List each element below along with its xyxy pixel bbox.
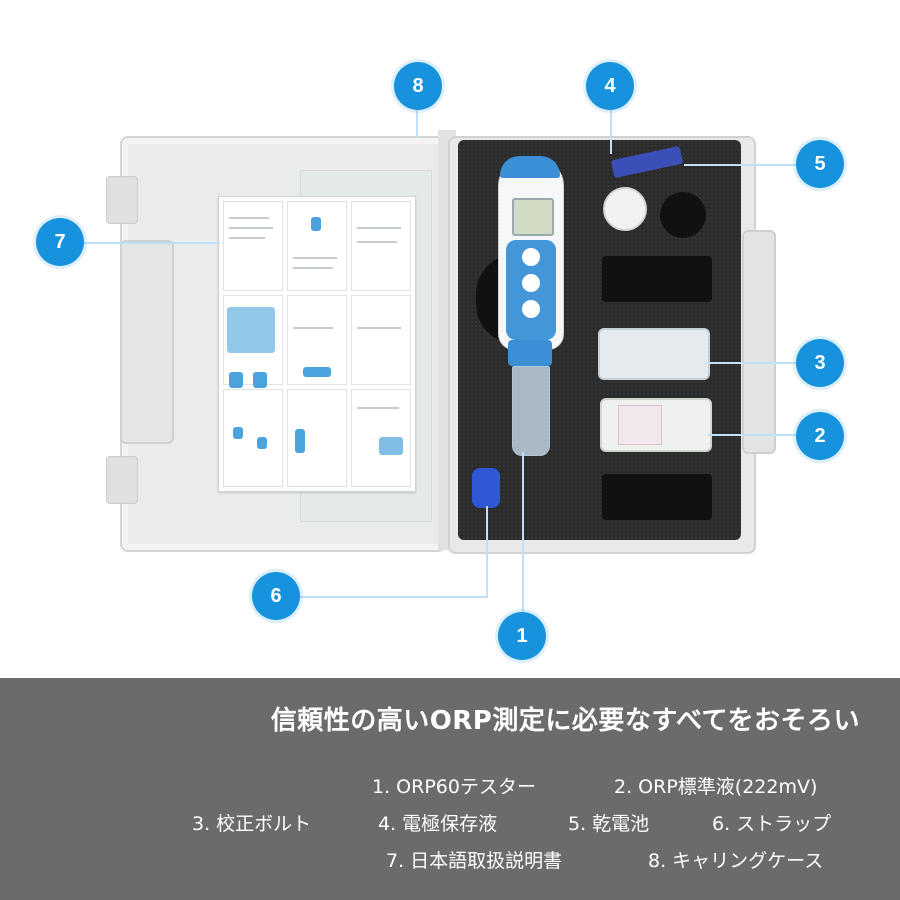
callout-8: 8 xyxy=(394,62,442,110)
manual-text-line xyxy=(293,327,333,329)
callout-1: 1 xyxy=(498,612,546,660)
manual-panel xyxy=(287,389,347,487)
item-battery: 5. 乾電池 xyxy=(568,813,650,835)
leader-line-6 xyxy=(486,506,488,598)
manual-illustration xyxy=(233,427,243,439)
callout-3: 3 xyxy=(796,339,844,387)
item-japanese-manual: 7. 日本語取扱説明書 xyxy=(386,850,563,872)
orp-tester-display xyxy=(512,198,554,236)
leader-line-5 xyxy=(684,164,796,166)
leader-line-7 xyxy=(82,242,220,244)
case-clip-top xyxy=(106,176,138,224)
leader-line-4 xyxy=(610,110,612,154)
orp-tester-electrode-cap xyxy=(512,366,550,456)
manual-panel xyxy=(223,201,283,291)
manual-text-line xyxy=(229,217,269,219)
manual-text-line xyxy=(357,407,399,409)
callout-5: 5 xyxy=(796,140,844,188)
manual-illustration xyxy=(303,367,331,377)
orp-tester-cap-top xyxy=(500,156,560,178)
orp-tester-collar xyxy=(508,340,552,366)
manual-illustration xyxy=(257,437,267,449)
manual-text-line xyxy=(357,327,401,329)
callout-7: 7 xyxy=(36,218,84,266)
manual-illustration xyxy=(311,217,321,231)
case-lid-handle xyxy=(120,240,174,444)
kcl-storage-bottle xyxy=(603,187,647,231)
case-base-handle xyxy=(742,230,776,454)
manual-panel xyxy=(287,201,347,291)
leader-line-6 xyxy=(298,596,488,598)
foam-cutout xyxy=(660,192,706,238)
orp-standard-label xyxy=(618,405,662,445)
strap-icon xyxy=(472,468,500,508)
item-carrying-case: 8. キャリングケース xyxy=(648,850,824,872)
manual-panel xyxy=(351,389,411,487)
banner-headline: 信頼性の高いORP測定に必要なすべてをおそろい xyxy=(270,706,860,736)
item-storage-solution: 4. 電極保存液 xyxy=(378,813,498,835)
manual-panel xyxy=(351,295,411,385)
case-clip-bottom xyxy=(106,456,138,504)
leader-line-2 xyxy=(708,434,798,436)
leader-line-8 xyxy=(416,110,418,138)
manual-text-line xyxy=(357,241,397,243)
manual-text-line xyxy=(293,267,333,269)
manual-panel xyxy=(351,201,411,291)
calibration-bottle xyxy=(598,328,710,380)
foam-cutout xyxy=(602,256,712,302)
manual-panel xyxy=(287,295,347,385)
japanese-manual xyxy=(218,196,416,492)
power-button-icon xyxy=(522,248,540,266)
manual-text-line xyxy=(293,257,337,259)
manual-text-line xyxy=(229,237,265,239)
callout-6: 6 xyxy=(252,572,300,620)
product-photo: 1 2 3 4 5 6 7 8 xyxy=(36,62,844,660)
item-orp-standard: 2. ORP標準液(222mV) xyxy=(614,776,818,798)
caption-banner xyxy=(0,678,900,900)
callout-4: 4 xyxy=(586,62,634,110)
manual-illustration xyxy=(227,307,275,353)
mode-button-icon xyxy=(522,274,540,292)
item-calibration-bottle: 3. 校正ボルト xyxy=(192,813,312,835)
manual-panel xyxy=(223,389,283,487)
manual-illustration xyxy=(295,429,305,453)
manual-text-line xyxy=(357,227,401,229)
callout-2: 2 xyxy=(796,412,844,460)
leader-line-1 xyxy=(522,452,524,612)
leader-line-3 xyxy=(706,362,798,364)
manual-illustration xyxy=(229,372,243,388)
manual-illustration xyxy=(379,437,403,455)
cal-button-icon xyxy=(522,300,540,318)
item-strap: 6. ストラップ xyxy=(712,813,832,835)
foam-cutout xyxy=(602,474,712,520)
item-orp60-tester: 1. ORP60テスター xyxy=(372,776,536,798)
manual-text-line xyxy=(229,227,273,229)
manual-illustration xyxy=(253,372,267,388)
